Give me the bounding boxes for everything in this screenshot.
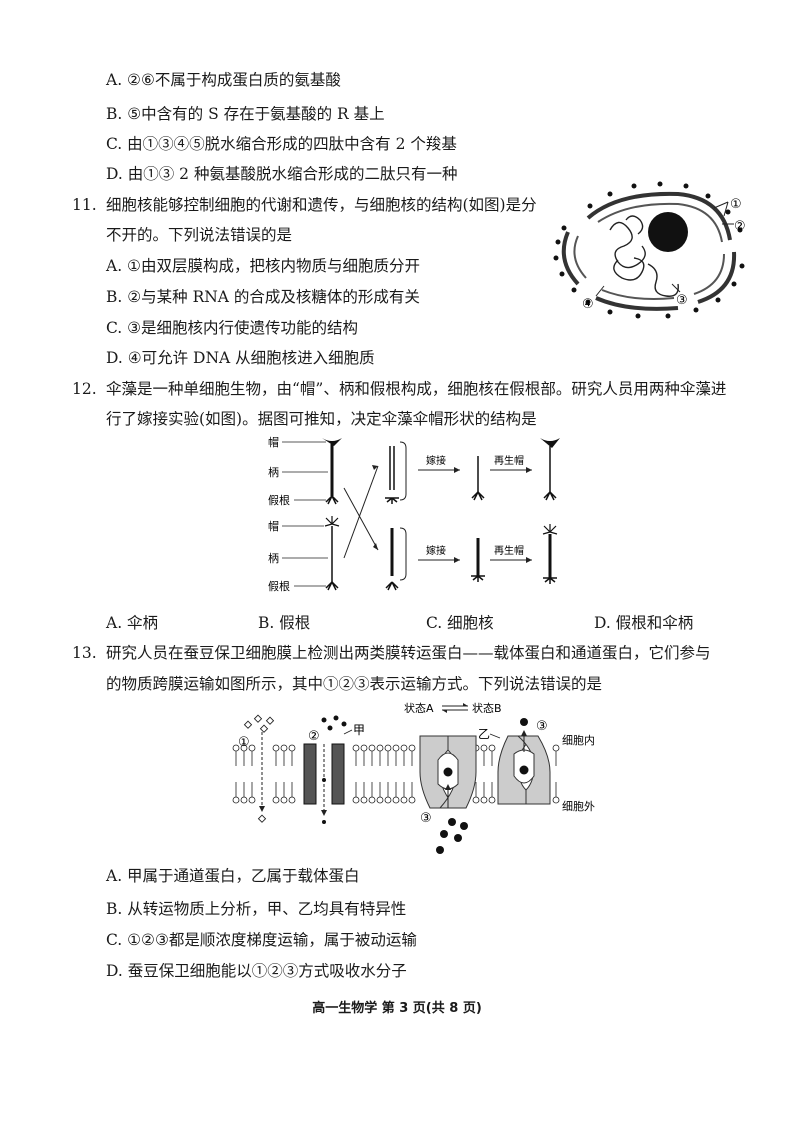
nucleus-figure: ① ② ③ ④ xyxy=(553,181,746,319)
phospholipid-head xyxy=(272,796,280,804)
phospholipid-head xyxy=(488,796,496,804)
mt-label-2: ② xyxy=(308,729,320,744)
nucleus-label-1: ① xyxy=(730,197,742,212)
q12-option-c: C. 细胞核 xyxy=(426,614,494,632)
phospholipid-head xyxy=(392,744,400,752)
mt-label-3b: ③ xyxy=(536,719,548,734)
nucleus-label-4: ④ xyxy=(582,297,594,312)
phospholipid-head xyxy=(376,744,384,752)
phospholipid-head xyxy=(360,796,368,804)
q10-option-d: D. 由①③ 2 种氨基酸脱水缩合形成的二肽只有一种 xyxy=(106,165,458,183)
phospholipid-head xyxy=(352,744,360,752)
mt-label-jia: 甲 xyxy=(353,723,365,737)
phospholipid-head xyxy=(488,744,496,752)
phospholipid-head xyxy=(280,744,288,752)
q12-stem-line1: 伞藻是一种单细胞生物，由“帽”、柄和假根构成，细胞核在假根部。研究人员用两种伞藻… xyxy=(106,380,727,398)
phospholipid-head xyxy=(272,744,280,752)
label-root-bottom: 假根 xyxy=(268,579,290,593)
phospholipid-head xyxy=(248,796,256,804)
mt-outside: 细胞外 xyxy=(562,800,595,813)
arrow-regen-top: 再生帽 xyxy=(494,454,524,467)
phospholipid-head xyxy=(472,796,480,804)
q11-option-b: B. ②与某种 RNA 的合成及核糖体的形成有关 xyxy=(106,288,420,306)
q12-number: 12. xyxy=(72,380,97,398)
phospholipid-head xyxy=(480,744,488,752)
q13-number: 13. xyxy=(72,644,97,662)
label-stalk-top: 柄 xyxy=(268,466,279,479)
label-cap-top: 帽 xyxy=(268,436,279,449)
q10-option-b: B. ⑤中含有的 S 存在于氨基酸的 R 基上 xyxy=(106,105,385,123)
mt-label-3a: ③ xyxy=(420,811,432,826)
q11-stem-line1: 细胞核能够控制细胞的代谢和遗传，与细胞核的结构(如图)是分 xyxy=(106,196,537,214)
phospholipid-head xyxy=(552,744,560,752)
phospholipid-head xyxy=(400,796,408,804)
phospholipid-head xyxy=(352,796,360,804)
nucleus-label-2: ② xyxy=(734,219,746,234)
membrane-transport-figure: ① ② 甲 状态A 状态B ③ 乙 ③ 细胞内 细胞 xyxy=(232,701,595,854)
page-footer: 高一生物学 第 3 页(共 8 页) xyxy=(312,1001,482,1016)
phospholipid-head xyxy=(384,744,392,752)
q12-option-b: B. 假根 xyxy=(258,614,311,632)
q13-option-c: C. ①②③都是顺浓度梯度运输，属于被动运输 xyxy=(106,931,417,949)
phospholipid-head xyxy=(232,796,240,804)
phospholipid-head xyxy=(240,796,248,804)
label-cap-bottom: 帽 xyxy=(268,520,279,533)
q13-stem-line1: 研究人员在蚕豆保卫细胞膜上检测出两类膜转运蛋白——载体蛋白和通道蛋白，它们参与 xyxy=(106,644,711,662)
q11-option-a: A. ①由双层膜构成，把核内物质与细胞质分开 xyxy=(106,257,420,275)
mt-inside: 细胞内 xyxy=(562,733,595,747)
phospholipid-head xyxy=(280,796,288,804)
q13-stem-line2: 的物质跨膜运输如图所示，其中①②③表示运输方式。下列说法错误的是 xyxy=(106,675,603,693)
nucleus-label-3: ③ xyxy=(676,293,688,308)
phospholipid-head xyxy=(368,796,376,804)
q13-option-b: B. 从转运物质上分析，甲、乙均具有特异性 xyxy=(106,900,407,918)
q11-stem-line2: 不开的。下列说法错误的是 xyxy=(106,226,293,244)
q11-option-c: C. ③是细胞核内行使遗传功能的结构 xyxy=(106,319,359,337)
mt-label-1: ① xyxy=(238,735,250,750)
phospholipid-head xyxy=(408,796,416,804)
q13-option-d: D. 蚕豆保卫细胞能以①②③方式吸收水分子 xyxy=(106,962,407,980)
phospholipid-head xyxy=(408,744,416,752)
phospholipid-head xyxy=(248,744,256,752)
q12-option-a: A. 伞柄 xyxy=(106,614,159,632)
phospholipid-head xyxy=(400,744,408,752)
q12-stem-line2: 行了嫁接实验(如图)。据图可推知，决定伞藻伞帽形状的结构是 xyxy=(106,410,537,428)
q11-option-d: D. ④可允许 DNA 从细胞核进入细胞质 xyxy=(106,349,375,367)
phospholipid-head xyxy=(384,796,392,804)
phospholipid-head xyxy=(360,744,368,752)
mt-state-b: 状态B xyxy=(472,701,502,715)
label-stalk-bottom: 柄 xyxy=(268,552,279,565)
q13-option-a: A. 甲属于通道蛋白，乙属于载体蛋白 xyxy=(106,867,360,885)
phospholipid-head xyxy=(392,796,400,804)
phospholipid-head xyxy=(376,796,384,804)
phospholipid-head xyxy=(368,744,376,752)
q10-option-c: C. 由①③④⑤脱水缩合形成的四肽中含有 2 个羧基 xyxy=(106,135,457,153)
q12-option-d: D. 假根和伞柄 xyxy=(594,614,694,632)
phospholipid-head xyxy=(288,796,296,804)
label-root-top: 假根 xyxy=(268,493,290,507)
mt-state-a: 状态A xyxy=(404,701,434,715)
phospholipid-head xyxy=(288,744,296,752)
phospholipid-head xyxy=(480,796,488,804)
q11-number: 11. xyxy=(72,196,97,214)
q10-option-a: A. ②⑥不属于构成蛋白质的氨基酸 xyxy=(106,71,341,89)
q12-options-row: A. 伞柄 B. 假根 C. 细胞核 D. 假根和伞柄 xyxy=(106,611,746,632)
arrow-graft-bottom: 嫁接 xyxy=(426,544,446,557)
arrow-regen-bottom: 再生帽 xyxy=(494,544,524,557)
arrow-graft-top: 嫁接 xyxy=(426,454,446,467)
acetabularia-figure: 帽 柄 假根 帽 柄 假根 嫁接 嫁接 再生帽 再生帽 xyxy=(268,436,560,593)
phospholipid-head xyxy=(552,796,560,804)
mt-label-yi: 乙 xyxy=(478,727,490,741)
